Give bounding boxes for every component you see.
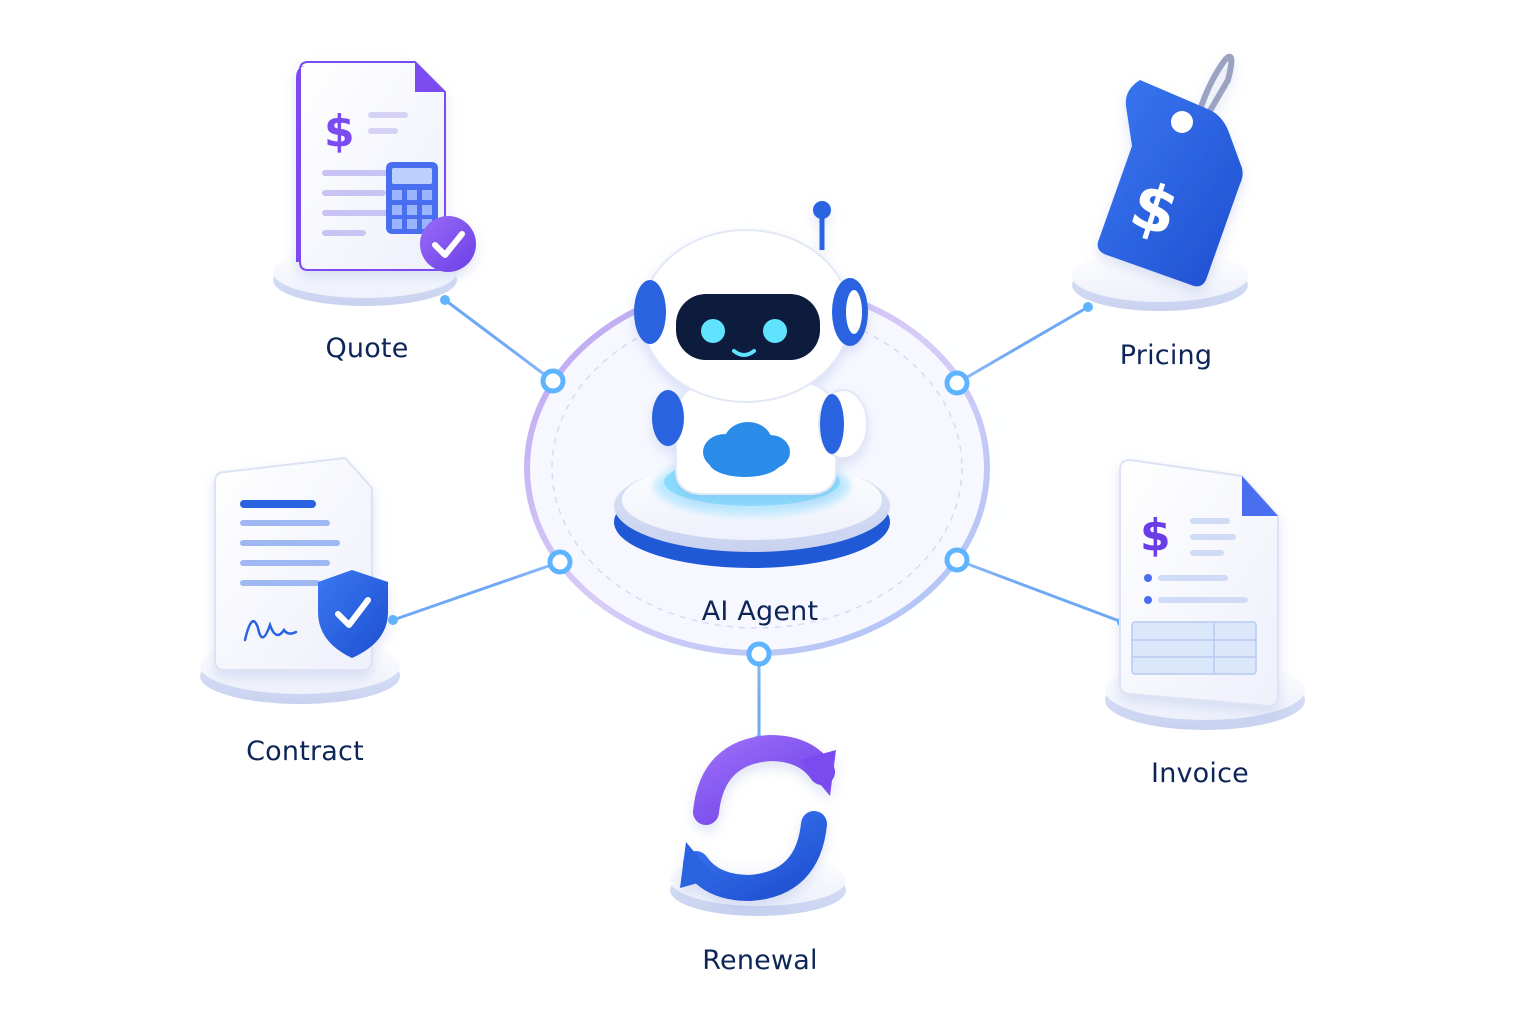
node-label-contract: Contract: [246, 736, 364, 767]
dot-renewal: [746, 641, 772, 667]
quote-document-icon: $: [296, 61, 476, 272]
dot-contract: [547, 549, 573, 575]
node-label-pricing: Pricing: [1119, 340, 1213, 371]
check-badge-icon: [420, 216, 476, 272]
robot-icon: [634, 201, 868, 495]
center-label: AI Agent: [701, 596, 819, 627]
calculator-icon: [386, 162, 438, 234]
node-invoice: $: [1105, 458, 1305, 730]
invoice-currency-symbol: $: [1140, 510, 1171, 561]
node-label-renewal: Renewal: [702, 945, 818, 976]
price-tag-icon: $: [1097, 53, 1243, 287]
node-pricing: $: [1072, 53, 1248, 311]
node-label-invoice: Invoice: [1151, 758, 1249, 789]
shield-check-icon: [318, 570, 388, 658]
cloud-logo-icon: [703, 422, 790, 477]
quote-currency-symbol: $: [324, 106, 355, 157]
node-label-quote: Quote: [325, 333, 409, 364]
connector-dots: [388, 295, 1127, 745]
dot-quote: [540, 368, 566, 394]
renewal-cycle-icon: [680, 734, 836, 902]
dot-invoice: [944, 547, 970, 573]
center-hub: [457, 201, 1057, 700]
node-renewal: [670, 734, 846, 916]
contract-document-icon: [214, 456, 388, 671]
signature-icon: [243, 620, 298, 642]
node-contract: [200, 456, 400, 704]
invoice-document-icon: $: [1119, 458, 1279, 708]
dot-pricing: [944, 370, 970, 396]
node-quote: $: [273, 61, 476, 306]
